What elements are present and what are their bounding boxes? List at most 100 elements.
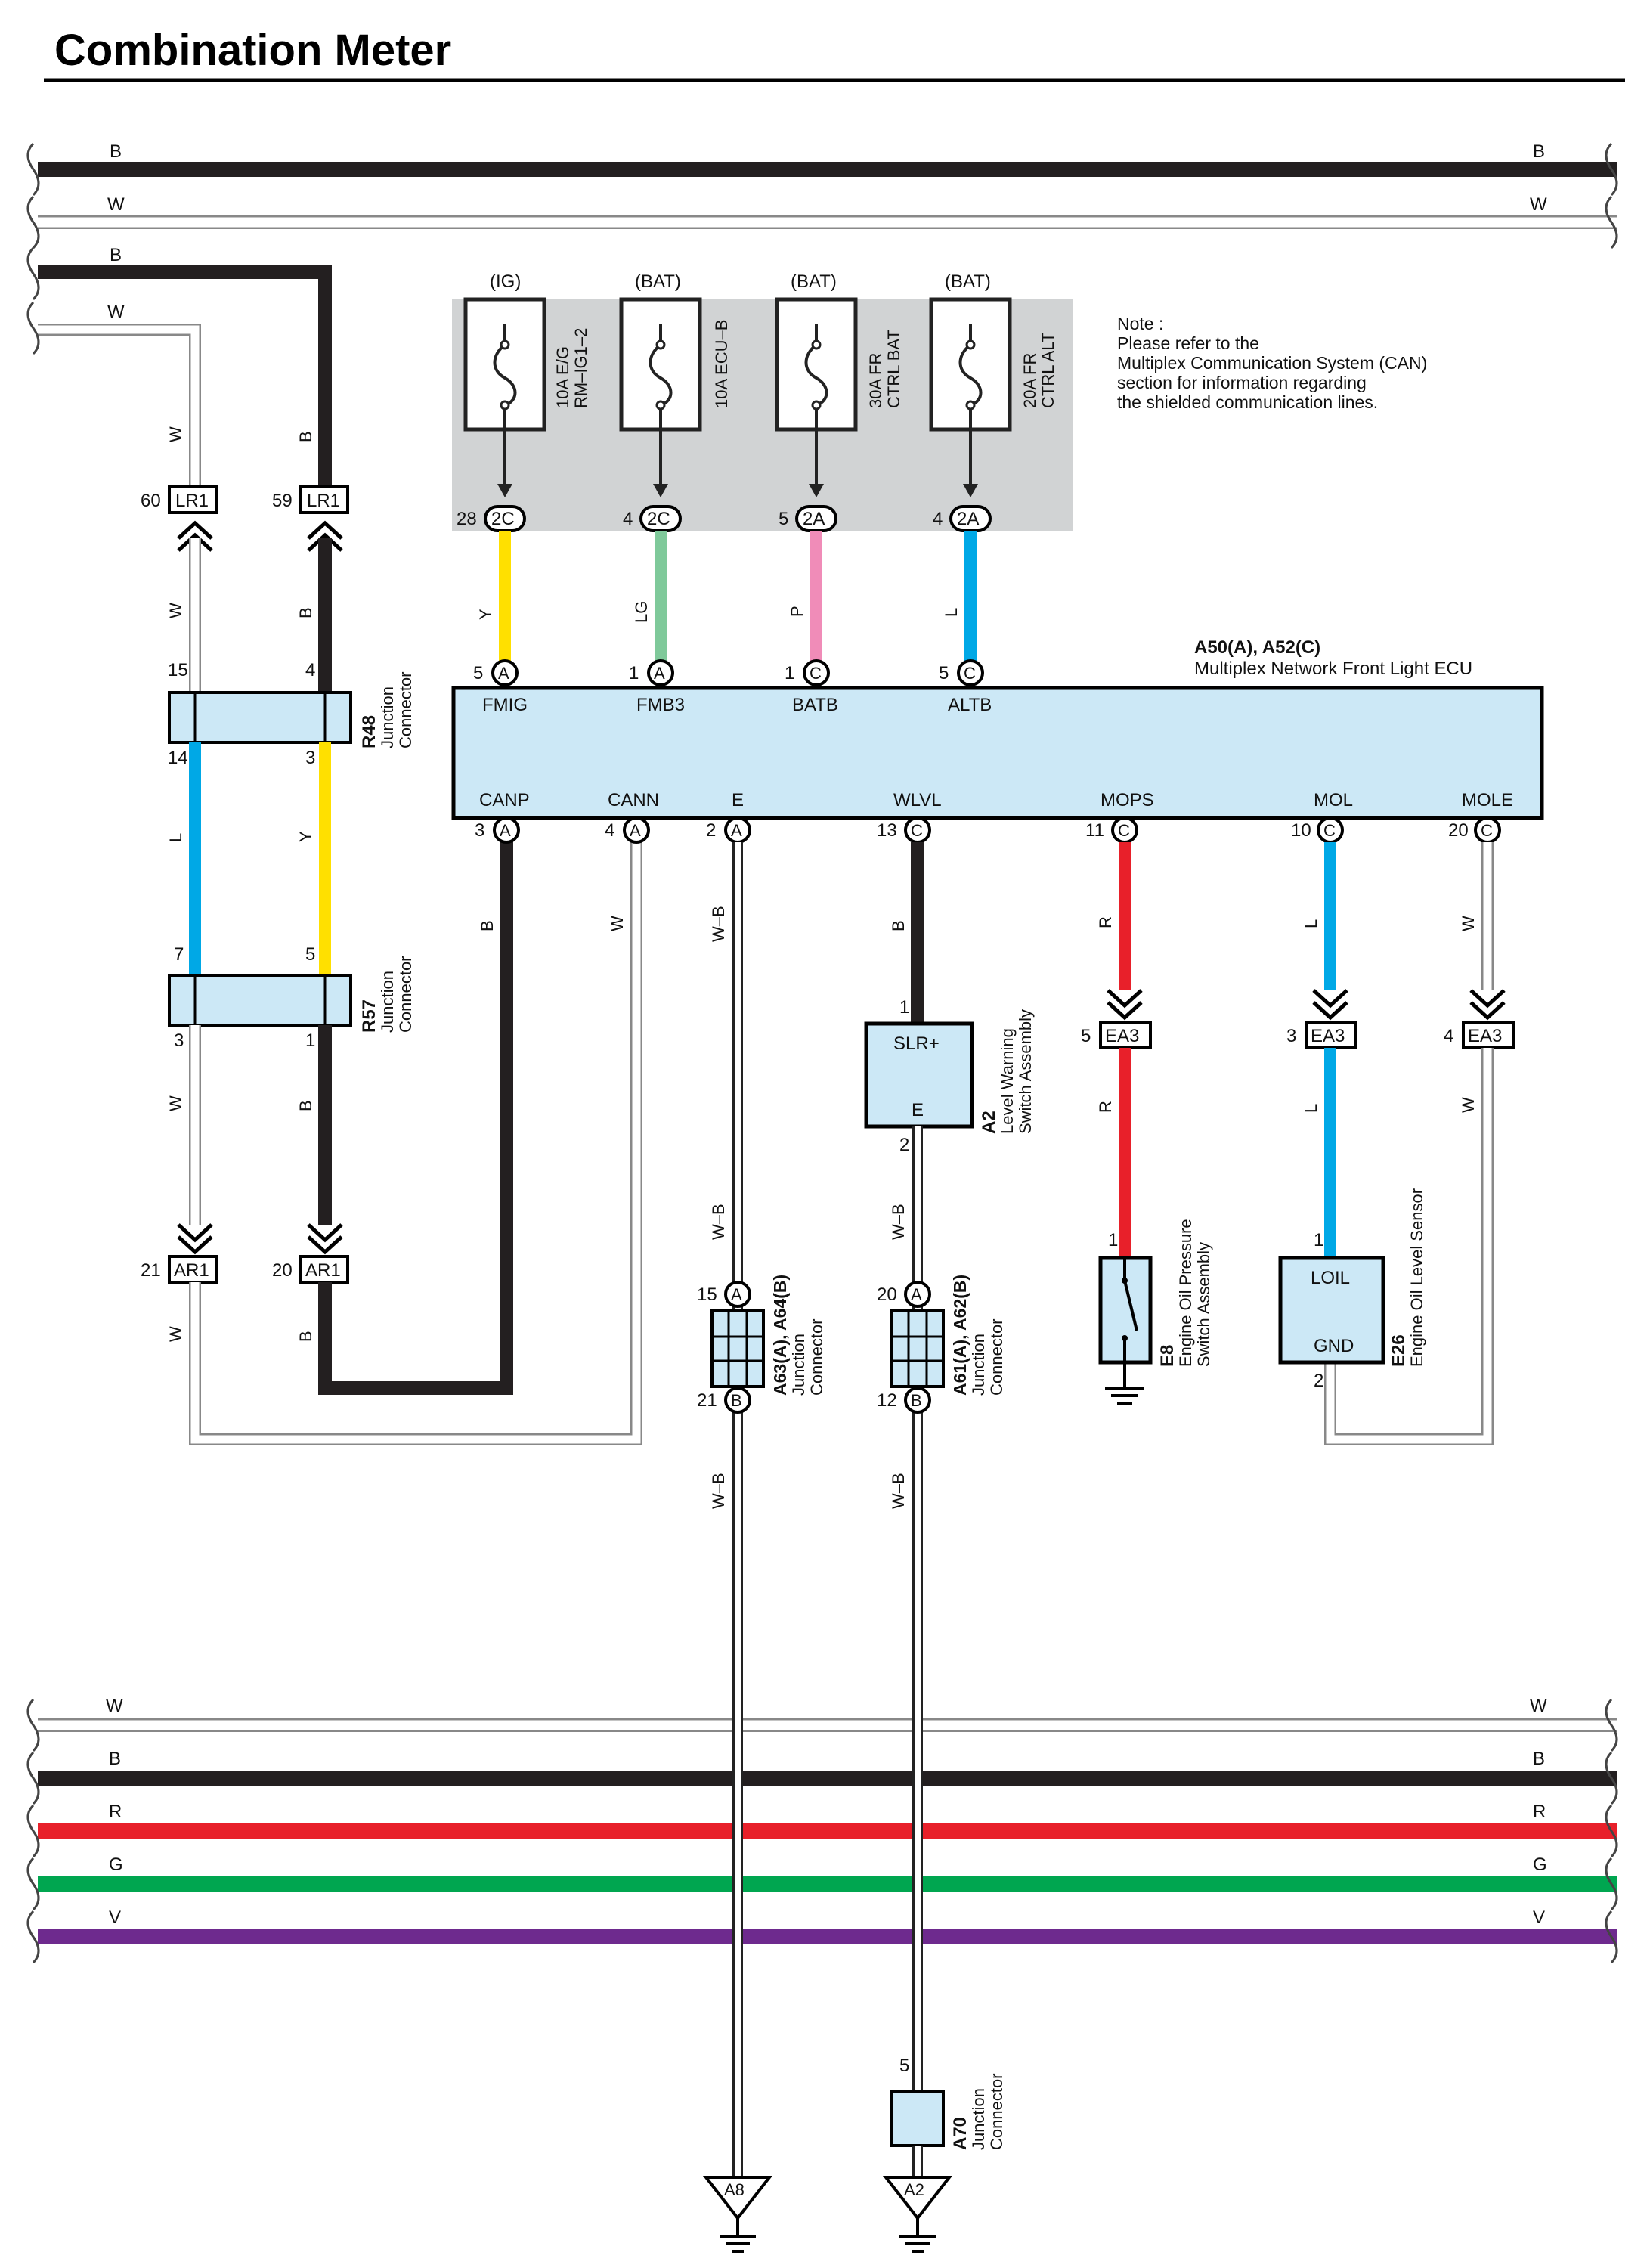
svg-text:R: R [109, 1802, 122, 1822]
wire-label-b: B [296, 1331, 315, 1342]
svg-text:A8: A8 [724, 2180, 745, 2199]
component-code: E26 [1388, 1334, 1409, 1367]
wire-label-w: W [166, 603, 185, 618]
connector-code: AR1 [174, 1260, 209, 1281]
connector-name: Connector [396, 956, 415, 1033]
pin-number: 4 [623, 509, 633, 529]
connector-code: A70 [950, 2117, 970, 2150]
fuse-name: CTRL BAT [884, 330, 903, 408]
wire-label: W [1459, 916, 1478, 931]
svg-text:C: C [1481, 821, 1493, 840]
component-code: E8 [1157, 1345, 1178, 1367]
svg-text:R: R [1533, 1802, 1546, 1822]
connector-code: 2C [491, 509, 515, 529]
wire-label: W–B [709, 1473, 728, 1509]
connector-code: LR1 [307, 491, 340, 511]
svg-text:A: A [498, 664, 509, 683]
svg-text:C: C [1323, 821, 1336, 840]
svg-text:5: 5 [1081, 1026, 1091, 1046]
svg-text:G: G [1533, 1854, 1547, 1875]
svg-text:B: B [911, 1391, 922, 1410]
pin-number: 60 [141, 491, 161, 511]
ecu-top-pins: A 5 A 1 C 1 C 5 [473, 659, 984, 686]
svg-text:C: C [911, 821, 923, 840]
terminal-mops: MOPS [1101, 790, 1154, 810]
ecu-bottom-pins: A 3 A 4 A 2 C 13 C 11 C 10 C 20 [475, 816, 1501, 844]
fuse-rm-ig1-2: (IG) 10A E/G RM–IG1–2 [463, 271, 590, 432]
wire-label: LG [632, 601, 651, 623]
fuse-rating: 10A ECU–B [712, 320, 731, 408]
fuse-fr-ctrl-bat: (BAT) 30A FR CTRL BAT [775, 271, 903, 432]
terminal-cann: CANN [608, 790, 659, 810]
connector-name: Connector [987, 2073, 1006, 2150]
wire-label-w: W [166, 1095, 185, 1111]
svg-text:A: A [911, 1285, 922, 1304]
svg-text:2: 2 [706, 820, 716, 841]
connector-2a-a: 2A 5 [779, 505, 837, 532]
connector-code: A61(A), A62(B) [950, 1275, 970, 1396]
ground-a2: A2 [882, 2176, 953, 2253]
svg-text:4: 4 [605, 820, 614, 841]
connector-code: AR1 [305, 1260, 341, 1281]
svg-text:5: 5 [939, 663, 949, 683]
svg-text:B: B [1533, 1749, 1545, 1769]
wire-label-l: L [166, 833, 185, 842]
svg-text:C: C [1118, 821, 1130, 840]
pin-number: 20 [272, 1260, 293, 1281]
svg-text:EA3: EA3 [1311, 1026, 1345, 1046]
wire-label-y: Y [296, 831, 315, 842]
terminal-fmig: FMIG [482, 695, 528, 715]
component-name: Engine Oil Level Sensor [1407, 1188, 1426, 1367]
wire-label: P [788, 606, 806, 617]
component-name: Switch Assembly [1016, 1009, 1035, 1134]
pin-number: 4 [305, 660, 315, 680]
svg-text:C: C [810, 664, 822, 683]
svg-text:GND: GND [1314, 1336, 1354, 1356]
svg-text:LOIL: LOIL [1311, 1268, 1350, 1288]
supply-label: (IG) [490, 271, 521, 292]
junction-connector-r48: 15 4 14 3 R48 Junction Connector [168, 660, 415, 768]
fuse-name: CTRL ALT [1039, 333, 1057, 408]
level-warning-switch-a2: 1 SLR+ E 2 A2 Level Warning Switch Assem… [864, 997, 1035, 1155]
wire-label-b: B [296, 607, 315, 618]
chevron-down-icon [1469, 989, 1506, 1021]
bus-label-left: B [110, 141, 122, 162]
top-bus-b: B B [26, 141, 1618, 197]
wire-label-b: B [296, 431, 315, 442]
svg-text:1: 1 [1314, 1230, 1323, 1250]
chevron-down-icon [1312, 989, 1348, 1021]
svg-text:21: 21 [697, 1390, 717, 1411]
terminal-altb: ALTB [948, 695, 992, 715]
junction-connector-a70: 5 A70 Junction Connector [890, 2056, 1006, 2150]
svg-text:10: 10 [1291, 820, 1311, 841]
supply-label: (BAT) [945, 271, 991, 292]
terminal-canp: CANP [479, 790, 530, 810]
bottom-bus-w: W W [26, 1696, 1618, 1752]
wire-cann-w [189, 841, 642, 1445]
wire-label-w: W [166, 426, 185, 442]
pin-number: 3 [305, 748, 315, 768]
junction-connector-a63: A 15 B 21 A63(A), A64(B) Junction Connec… [697, 1275, 826, 1414]
svg-text:Please refer to the: Please refer to the [1117, 333, 1259, 353]
connector-name: Connector [396, 671, 415, 748]
connector-code: 2C [647, 509, 670, 529]
connector-name: Junction [969, 1334, 988, 1396]
pin-number: 5 [305, 944, 315, 965]
component-code: A2 [979, 1111, 999, 1134]
wire-label: R [1096, 1101, 1115, 1113]
oil-pressure-switch-e8: 1 E8 Engine Oil Pressure Switch Assembly [1098, 1219, 1213, 1405]
svg-text:G: G [109, 1854, 123, 1875]
bus-label-right: B [1533, 141, 1545, 162]
fuse-name: RM–IG1–2 [571, 328, 590, 408]
wire-label: L [1302, 1104, 1320, 1113]
chevron-up-icon [307, 520, 343, 552]
oil-level-sensor-e26: 1 LOIL GND 2 E26 Engine Oil Level Sensor [1278, 1188, 1426, 1391]
wire-label: L [942, 608, 961, 617]
connector-ea3-mops: EA3 5 [1081, 1021, 1152, 1049]
svg-text:1: 1 [629, 663, 639, 683]
connector-ea3-mol: EA3 3 [1286, 1021, 1357, 1049]
connector-name: Junction [378, 971, 397, 1033]
connector-ar1-w: AR1 21 [141, 1255, 218, 1284]
connector-code: R48 [359, 715, 379, 748]
connector-code: R57 [359, 999, 379, 1033]
